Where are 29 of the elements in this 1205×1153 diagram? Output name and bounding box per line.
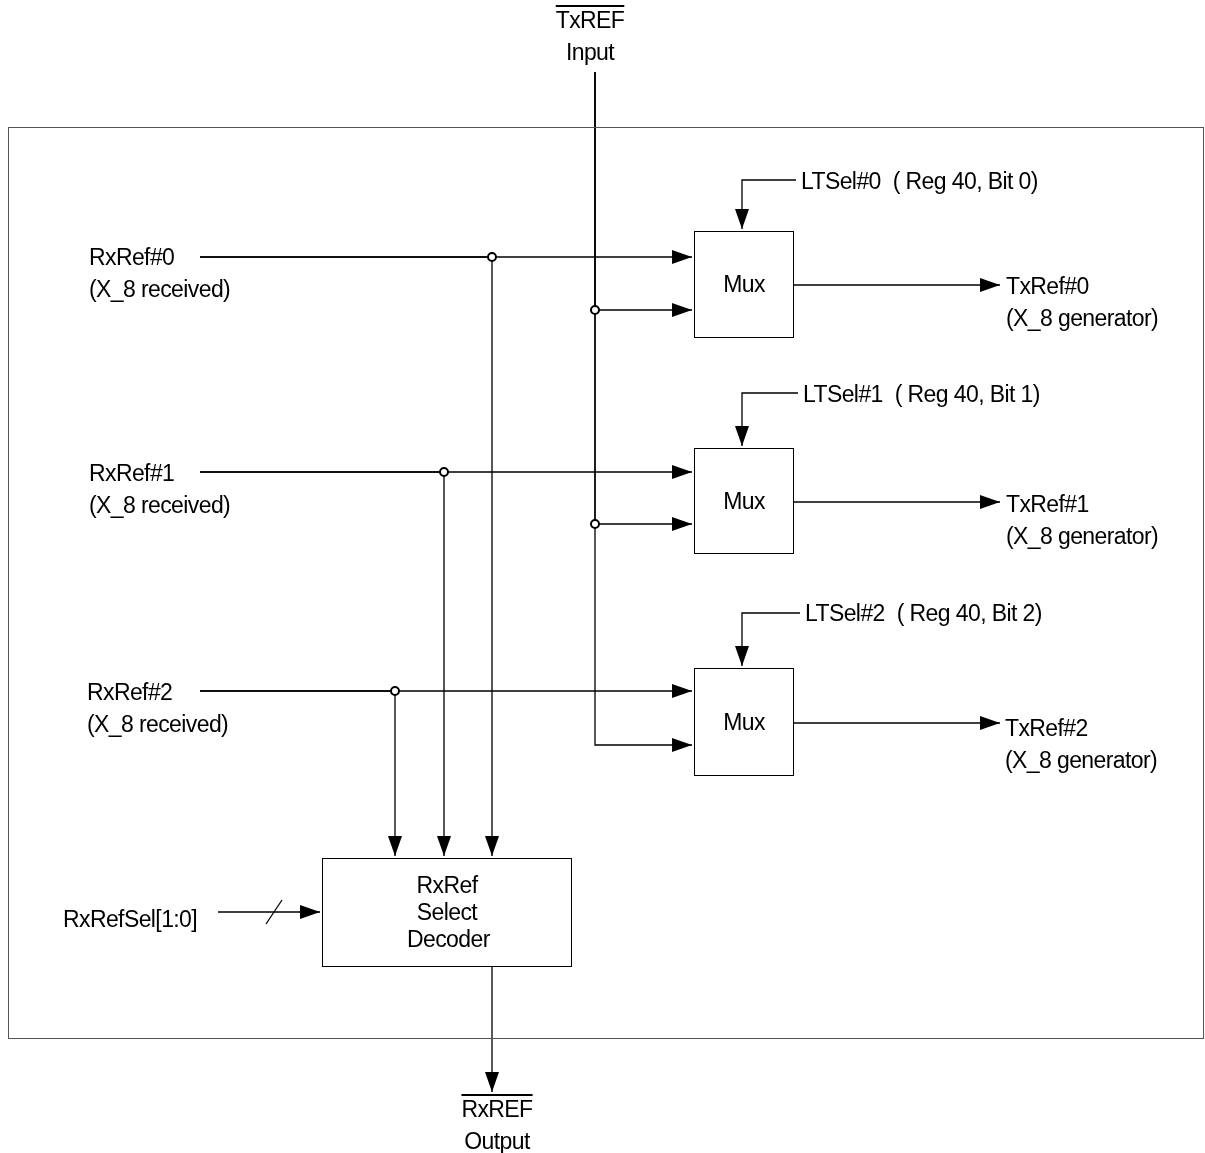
signal-label: LTSel#2 ( Reg 40, Bit 2) [805,597,1054,629]
signal-label: TxRef#0 (X_8 generator) [1006,270,1159,334]
arrow [199,471,451,857]
arrow [793,495,1001,509]
signal-label: RxRef#1 (X_8 received) [89,457,231,521]
signal-label: RxRef#0 (X_8 received) [89,241,231,305]
arrow [199,256,499,857]
mux-box: Mux [694,231,794,338]
arrow [217,905,321,919]
mux-box: Mux [694,668,794,776]
signal-label: TxRef#1 (X_8 generator) [1006,488,1159,552]
signal-label: LTSel#0 ( Reg 40, Bit 0) [801,165,1050,197]
arrow [485,966,499,1093]
signal-label: RxREF Output [455,1093,539,1153]
arrow [594,71,693,752]
chip-outline [8,127,1204,1039]
arrow [735,392,799,447]
signal-label: LTSel#1 ( Reg 40, Bit 1) [803,378,1052,410]
signal-label: RxRefSel[1:0] [63,903,198,935]
arrow [793,716,1001,730]
arrow [735,612,801,667]
signal-label: RxRef#2 (X_8 received) [87,676,229,740]
signal-label: TxRef#2 (X_8 generator) [1005,712,1158,776]
signal-label: TxREF Input [555,4,625,68]
arrow [793,278,1001,292]
arrow [199,690,402,857]
arrow [735,179,797,230]
decoder-box: RxRef Select Decoder [322,858,572,967]
mux-box: Mux [694,448,794,554]
